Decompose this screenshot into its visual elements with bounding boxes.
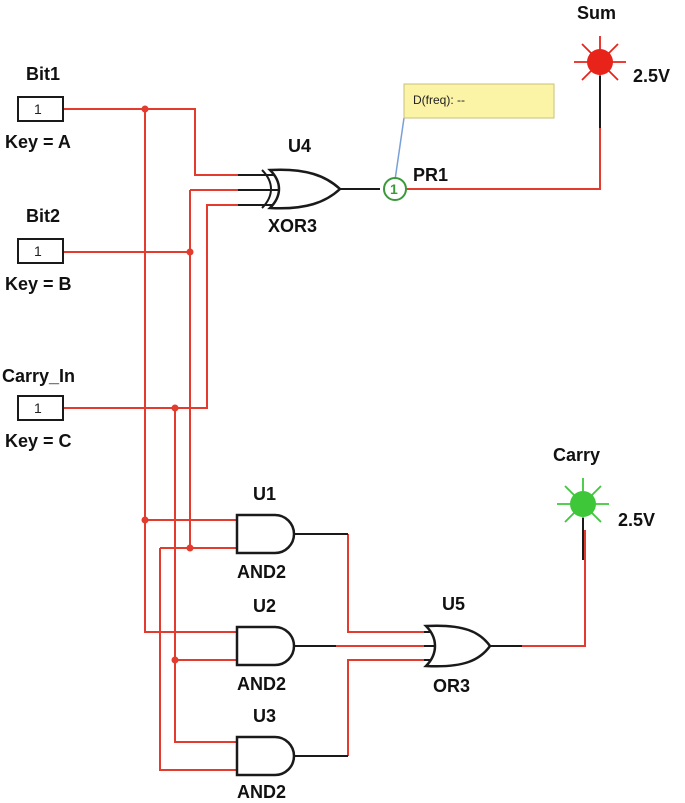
u3-ref: U3 [253,706,276,726]
carry-in-switch[interactable] [17,395,64,421]
u2-type: AND2 [237,674,286,694]
bit1-label: Bit1 [26,64,60,84]
carry-in-value: 1 [34,400,42,416]
bit1-value: 1 [34,101,42,117]
bit1-switch[interactable] [17,96,64,122]
input-bit2[interactable]: Bit2 1 Key = B [5,206,72,294]
probe-number: 1 [390,181,398,197]
bit2-key: Key = B [5,274,72,294]
carry-led-icon [570,491,596,517]
output-sum-led: Sum 2.5V [574,3,670,128]
junction-dot [186,544,194,552]
input-bit1[interactable]: Bit1 1 Key = A [5,64,71,152]
u4-type: XOR3 [268,216,317,236]
probe-readout: D(freq): -- [413,93,465,107]
u5-ref: U5 [442,594,465,614]
junctions [141,105,194,664]
wires [63,108,601,771]
gate-u1-and2[interactable]: U1 AND2 [235,484,348,582]
u2-ref: U2 [253,596,276,616]
bit2-switch[interactable] [17,238,64,264]
bit1-key: Key = A [5,132,71,152]
probe-name: PR1 [413,165,448,185]
probe-icon[interactable] [383,177,407,201]
sum-label: Sum [577,3,616,23]
gate-u4-xor3[interactable]: U4 XOR3 [238,136,380,236]
carry-voltage: 2.5V [618,510,655,530]
junction-dot [141,105,149,113]
junction-dot [141,516,149,524]
junction-dot [186,248,194,256]
sum-voltage: 2.5V [633,66,670,86]
u4-ref: U4 [288,136,311,156]
carry-label: Carry [553,445,600,465]
gate-u5-or3[interactable]: U5 OR3 [423,594,522,696]
sum-led-icon [587,49,613,75]
gate-u2-and2[interactable]: U2 AND2 [235,596,336,694]
gate-u3-and2[interactable]: U3 AND2 [235,706,348,802]
junction-dot [171,404,179,412]
junction-dot [171,656,179,664]
u1-ref: U1 [253,484,276,504]
carry-in-key: Key = C [5,431,72,451]
probe-pr1[interactable]: D(freq): -- 1 PR1 [383,83,555,201]
bit2-value: 1 [34,243,42,259]
u3-type: AND2 [237,782,286,802]
output-carry-led: Carry 2.5V [553,445,655,560]
input-carry-in[interactable]: Carry_In 1 Key = C [2,366,75,451]
bit2-label: Bit2 [26,206,60,226]
u1-type: AND2 [237,562,286,582]
carry-in-label: Carry_In [2,366,75,386]
probe-tooltip [403,83,555,119]
u5-type: OR3 [433,676,470,696]
